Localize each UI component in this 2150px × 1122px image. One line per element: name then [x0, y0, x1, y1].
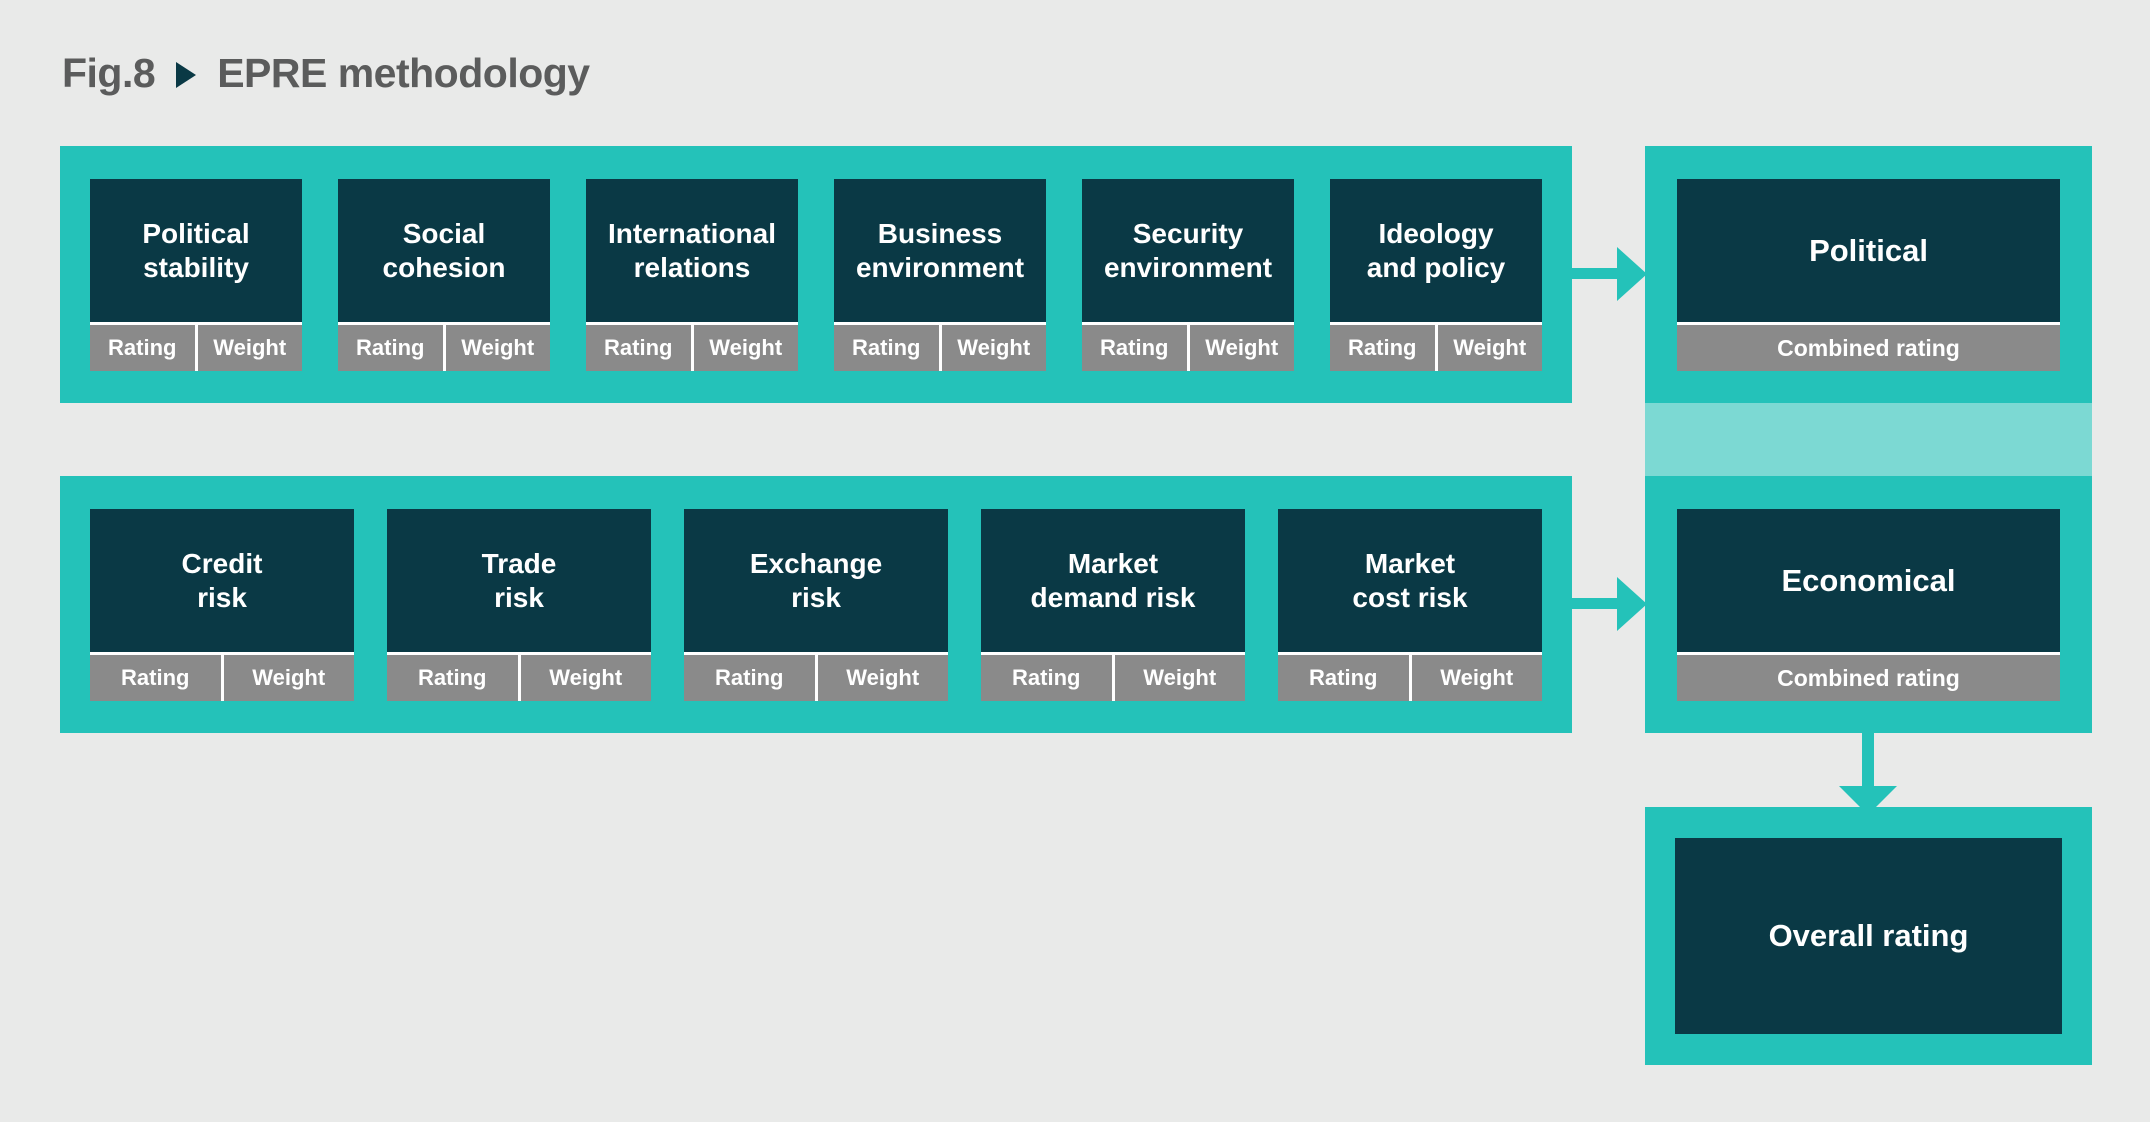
factor-box-political-stability: Political stability Rating Weight: [90, 179, 302, 403]
factor-box-international-relations: International relations Rating Weight: [586, 179, 798, 403]
rating-cell: Rating: [981, 655, 1112, 701]
factor-label: Security environment: [1082, 179, 1294, 325]
factor-cells: Rating Weight: [90, 325, 302, 371]
rating-cell: Rating: [338, 325, 443, 371]
factor-box-ideology-and-policy: Ideology and policy Rating Weight: [1330, 179, 1542, 403]
economical-result-title: Economical: [1677, 509, 2060, 655]
economical-result-panel: Economical Combined rating: [1645, 476, 2092, 733]
factor-label: Market demand risk: [981, 509, 1245, 655]
rating-cell: Rating: [586, 325, 691, 371]
political-result-title: Political: [1677, 179, 2060, 325]
arrow-down-icon: [1862, 733, 1874, 787]
factor-cells: Rating Weight: [387, 655, 651, 701]
factor-label: Trade risk: [387, 509, 651, 655]
factor-box-trade-risk: Trade risk Rating Weight: [387, 509, 651, 733]
factor-label: Market cost risk: [1278, 509, 1542, 655]
weight-cell: Weight: [1186, 325, 1294, 371]
factor-box-security-environment: Security environment Rating Weight: [1082, 179, 1294, 403]
factor-label: Ideology and policy: [1330, 179, 1542, 325]
weight-cell: Weight: [194, 325, 302, 371]
factor-box-social-cohesion: Social cohesion Rating Weight: [338, 179, 550, 403]
rating-cell: Rating: [1330, 325, 1435, 371]
weight-cell: Weight: [690, 325, 798, 371]
factor-label: International relations: [586, 179, 798, 325]
factor-cells: Rating Weight: [338, 325, 550, 371]
factor-label: Political stability: [90, 179, 302, 325]
combined-rating-bar: Combined rating: [1677, 655, 2060, 701]
rating-cell: Rating: [1278, 655, 1409, 701]
factor-cells: Rating Weight: [90, 655, 354, 701]
factor-box-business-environment: Business environment Rating Weight: [834, 179, 1046, 403]
figure-number-label: Fig.8: [62, 50, 156, 96]
arrow-right-head-icon: [1617, 577, 1647, 631]
rating-cell: Rating: [684, 655, 815, 701]
overall-rating-panel: Overall rating: [1645, 807, 2092, 1065]
arrow-right-icon: [1572, 268, 1618, 279]
factor-cells: Rating Weight: [586, 325, 798, 371]
economical-factors-band: Credit risk Rating Weight Trade risk Rat…: [60, 476, 1572, 733]
weight-cell: Weight: [938, 325, 1046, 371]
combined-rating-bar: Combined rating: [1677, 325, 2060, 371]
factor-box-market-demand-risk: Market demand risk Rating Weight: [981, 509, 1245, 733]
factor-label: Exchange risk: [684, 509, 948, 655]
weight-cell: Weight: [1408, 655, 1542, 701]
arrow-right-head-icon: [1617, 247, 1647, 301]
weight-cell: Weight: [442, 325, 550, 371]
factor-box-market-cost-risk: Market cost risk Rating Weight: [1278, 509, 1542, 733]
political-result-panel: Political Combined rating: [1645, 146, 2092, 403]
factor-cells: Rating Weight: [1082, 325, 1294, 371]
factor-cells: Rating Weight: [834, 325, 1046, 371]
factor-cells: Rating Weight: [1330, 325, 1542, 371]
weight-cell: Weight: [1111, 655, 1245, 701]
weight-cell: Weight: [814, 655, 948, 701]
political-factors-band: Political stability Rating Weight Social…: [60, 146, 1572, 403]
factor-cells: Rating Weight: [684, 655, 948, 701]
factor-label: Business environment: [834, 179, 1046, 325]
factor-cells: Rating Weight: [1278, 655, 1542, 701]
factor-cells: Rating Weight: [981, 655, 1245, 701]
rating-cell: Rating: [1082, 325, 1187, 371]
weight-cell: Weight: [220, 655, 354, 701]
factor-box-credit-risk: Credit risk Rating Weight: [90, 509, 354, 733]
overall-rating-label: Overall rating: [1675, 838, 2062, 1034]
rating-cell: Rating: [387, 655, 518, 701]
factor-box-exchange-risk: Exchange risk Rating Weight: [684, 509, 948, 733]
rating-cell: Rating: [90, 655, 221, 701]
result-box: Economical Combined rating: [1677, 509, 2060, 701]
triangle-right-icon: [176, 62, 197, 88]
result-box: Political Combined rating: [1677, 179, 2060, 371]
weight-cell: Weight: [1434, 325, 1542, 371]
factor-label: Social cohesion: [338, 179, 550, 325]
factor-label: Credit risk: [90, 509, 354, 655]
rating-cell: Rating: [90, 325, 195, 371]
panel-connector: [1645, 403, 2092, 476]
figure-title-text: EPRE methodology: [217, 50, 590, 96]
rating-cell: Rating: [834, 325, 939, 371]
arrow-right-icon: [1572, 598, 1618, 609]
figure-title: Fig.8 EPRE methodology: [62, 50, 590, 97]
weight-cell: Weight: [517, 655, 651, 701]
